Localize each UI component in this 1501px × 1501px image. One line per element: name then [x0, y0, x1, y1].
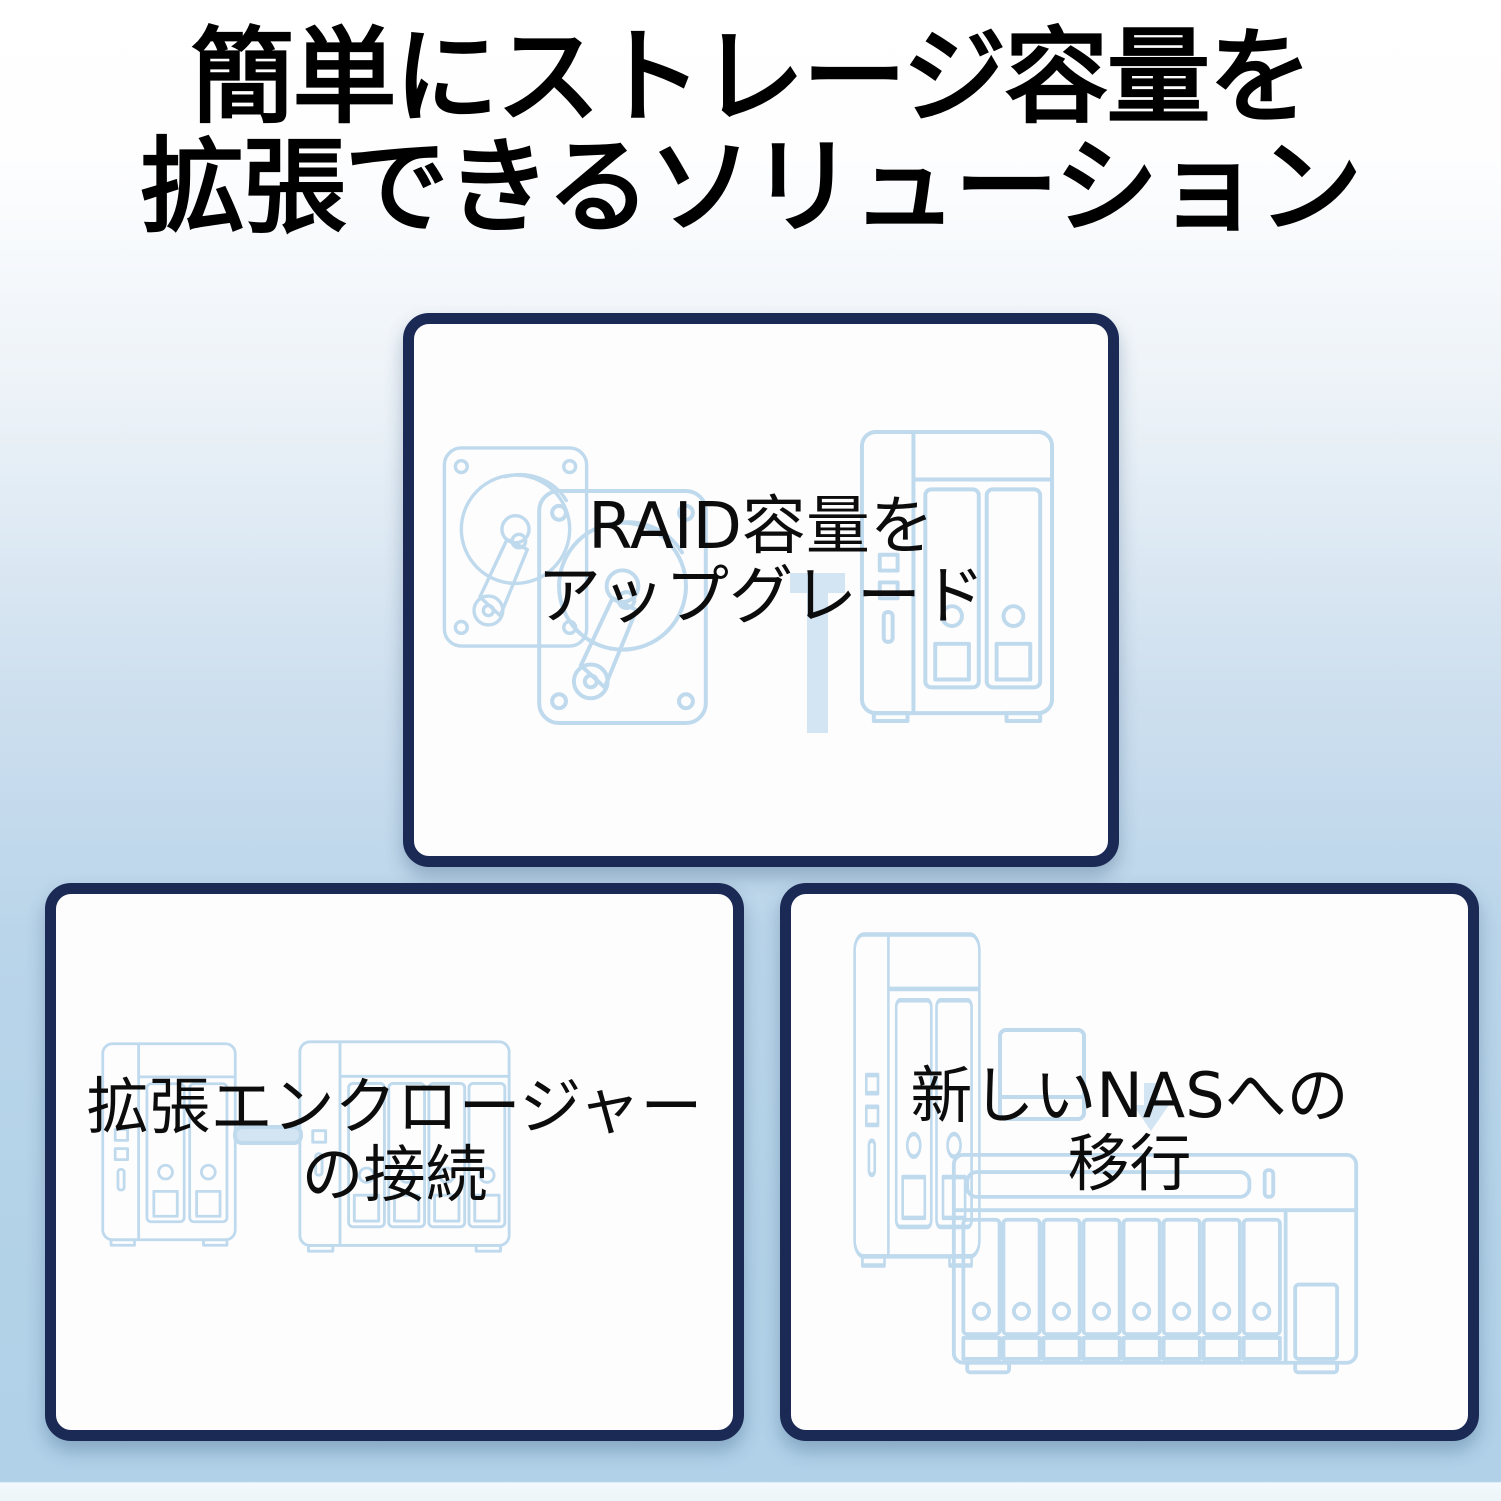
card-raid-upgrade: RAID容量を アップグレード	[403, 313, 1119, 867]
card-label-line1: 拡張エンクロージャー	[86, 1070, 703, 1143]
page-title-line2: 拡張できるソリューション	[140, 126, 1363, 249]
cable-icon	[233, 1125, 303, 1145]
card-label-line2: 移行	[1067, 1127, 1192, 1201]
letter-t-watermark	[790, 573, 845, 733]
card-label: 新しいNASへの 移行	[791, 1059, 1468, 1201]
card-nas-migration: 新しいNASへの 移行	[780, 883, 1479, 1441]
page-title: 簡単にストレージ容量を 拡張できるソリューション	[0, 16, 1501, 249]
page-title-line1: 簡単にストレージ容量を	[190, 16, 1313, 138]
card-label: RAID容量を アップグレード	[414, 492, 1108, 633]
drive-box-icon	[998, 1028, 1086, 1121]
card-label-line2: アップグレード	[537, 560, 985, 635]
card-label: 拡張エンクロージャー の接続	[56, 1070, 733, 1212]
card-expansion-enclosure: 拡張エンクロージャー の接続	[45, 883, 744, 1441]
card-label-line1: RAID容量を	[588, 490, 934, 564]
card-label-line2: の接続	[301, 1138, 488, 1212]
arrow-down-icon	[1133, 1083, 1169, 1131]
card-label-line1: 新しいNASへの	[910, 1059, 1349, 1132]
